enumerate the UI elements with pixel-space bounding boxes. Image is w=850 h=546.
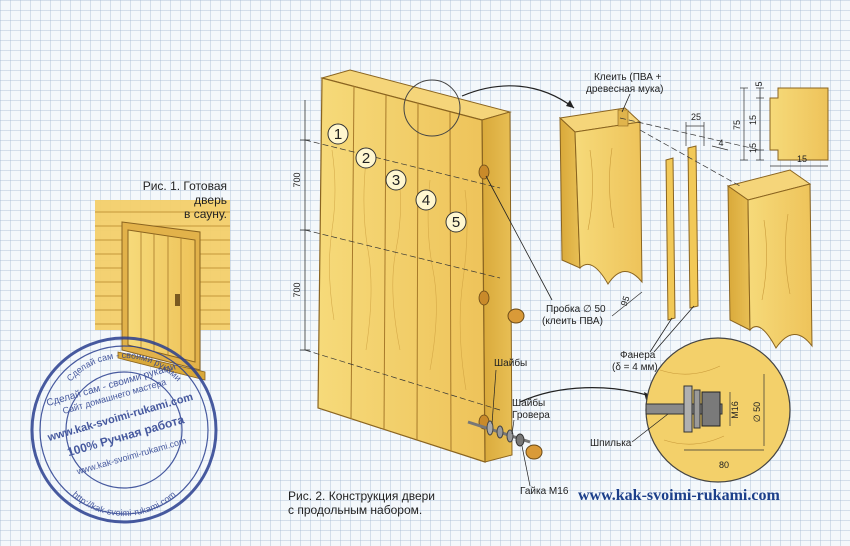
fig1-caption-1: Рис. 1. Готовая [143, 179, 227, 193]
glue-label-2: древесная мука) [586, 84, 663, 95]
dim-25: 25 [691, 112, 701, 122]
site-stamp: Сделай сам - своими руками http://kak-sv… [30, 336, 218, 524]
plug-label-1: Пробка ∅ 50 [546, 303, 606, 315]
fig2-caption-2: с продольным набором. [288, 503, 422, 517]
board-numbers: 1 2 3 4 5 [327, 123, 467, 233]
dim-4: 4 [718, 138, 723, 148]
dim-700-lower: 700 [292, 282, 302, 297]
dim-50: ∅ 50 [752, 402, 762, 422]
plywood-label-2: (δ = 4 мм) [612, 362, 658, 373]
dim-15-a: 15 [748, 115, 758, 125]
profile-detail [740, 87, 829, 167]
dim-5: 5 [754, 81, 764, 86]
profile-dimensions: 5 15 75 15 15 [732, 81, 807, 164]
door-handle-icon [175, 294, 180, 306]
dim-95: 95 [619, 295, 632, 308]
arrow-to-section [461, 85, 575, 109]
dim-15-b: 15 [748, 143, 758, 153]
board-number-3: 3 [392, 172, 400, 189]
bolt-detail [645, 337, 791, 483]
detail-circle [403, 79, 461, 137]
fig1-wall [95, 200, 230, 381]
door-panel [304, 69, 513, 463]
plywood-label-1: Фанера [620, 350, 656, 361]
board-number-4: 4 [422, 192, 430, 209]
grover-label-1: Шайбы [512, 397, 545, 409]
section-left [558, 107, 643, 285]
height-dimension [300, 100, 310, 351]
section-right [726, 169, 813, 349]
dim-15-c: 15 [797, 154, 807, 164]
plug [485, 175, 553, 324]
dim-80: 80 [719, 460, 729, 470]
footer-site-link[interactable]: www.kak-svoimi-rukami.com [578, 487, 780, 504]
dim-75: 75 [732, 120, 742, 130]
plug-label-2: (клеить ПВА) [542, 316, 603, 327]
fig1-caption-2: дверь [194, 193, 227, 207]
washers-label: Шайбы [494, 357, 527, 369]
fig2-caption-1: Рис. 2. Конструкция двери [288, 489, 435, 503]
grover-label-2: Гровера [512, 410, 550, 421]
board-number-1: 1 [334, 126, 342, 143]
dim-700-upper: 700 [292, 172, 302, 187]
stud-label: Шпилька [590, 438, 632, 449]
nut-label: Гайка М16 [520, 486, 569, 497]
board-number-5: 5 [452, 214, 460, 231]
glue-label-1: Клеить (ПВА + [594, 72, 662, 83]
dim-m16: M16 [730, 401, 740, 419]
board-number-2: 2 [362, 150, 370, 167]
plywood-strips [665, 145, 699, 321]
bolt-assembly [467, 420, 543, 460]
fig1-caption-3: в сауну. [184, 207, 227, 221]
